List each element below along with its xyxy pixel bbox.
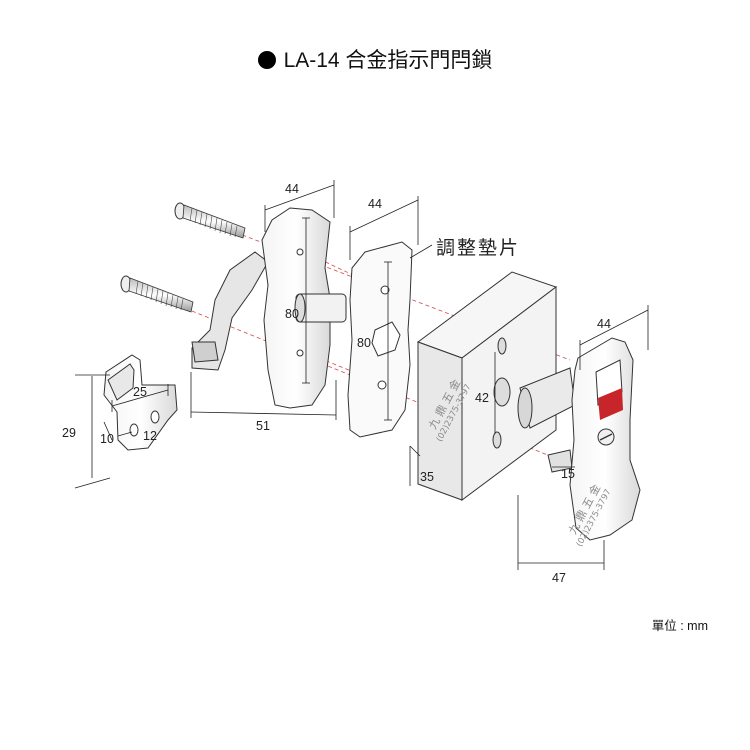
shim-part [347, 241, 413, 438]
latch-part [191, 207, 347, 409]
dim-shim-height: 80 [357, 336, 371, 350]
page-title: LA-14 合金指示門閂鎖 [0, 44, 750, 74]
dim-door-hole-spacing: 42 [475, 391, 489, 405]
dim-latch-width: 44 [285, 182, 299, 196]
door-block [416, 271, 558, 501]
dim-keeper-height: 29 [62, 426, 76, 440]
bullet-icon [257, 51, 276, 69]
dim-indicator-width: 44 [597, 317, 611, 331]
dim-keeper-width: 25 [133, 385, 147, 399]
dim-indicator-offset: 15 [561, 467, 575, 481]
title-text: LA-14 合金指示門閂鎖 [283, 49, 493, 72]
screw-top [174, 202, 246, 239]
dim-keeper-hole-a: 10 [100, 432, 114, 446]
dimension-labels: 44 80 51 44 80 42 35 44 15 47 25 29 10 1… [62, 182, 611, 585]
dim-indicator-depth: 47 [552, 571, 566, 585]
shim-leader-line [409, 244, 433, 259]
shim-label: 調整墊片 [436, 237, 520, 259]
unit-label: 單位 : mm [651, 619, 708, 633]
screw-bottom [120, 275, 194, 313]
dimension-lines [74, 180, 649, 570]
dim-latch-height: 80 [285, 307, 299, 321]
keeper-part [103, 354, 178, 451]
indicator-red-flag [598, 388, 623, 420]
dim-door-thickness: 35 [420, 470, 434, 484]
dim-latch-depth: 51 [256, 419, 270, 433]
indicator-lock-part [517, 337, 641, 541]
dim-shim-width: 44 [368, 197, 382, 211]
dim-keeper-hole-b: 12 [143, 429, 157, 443]
